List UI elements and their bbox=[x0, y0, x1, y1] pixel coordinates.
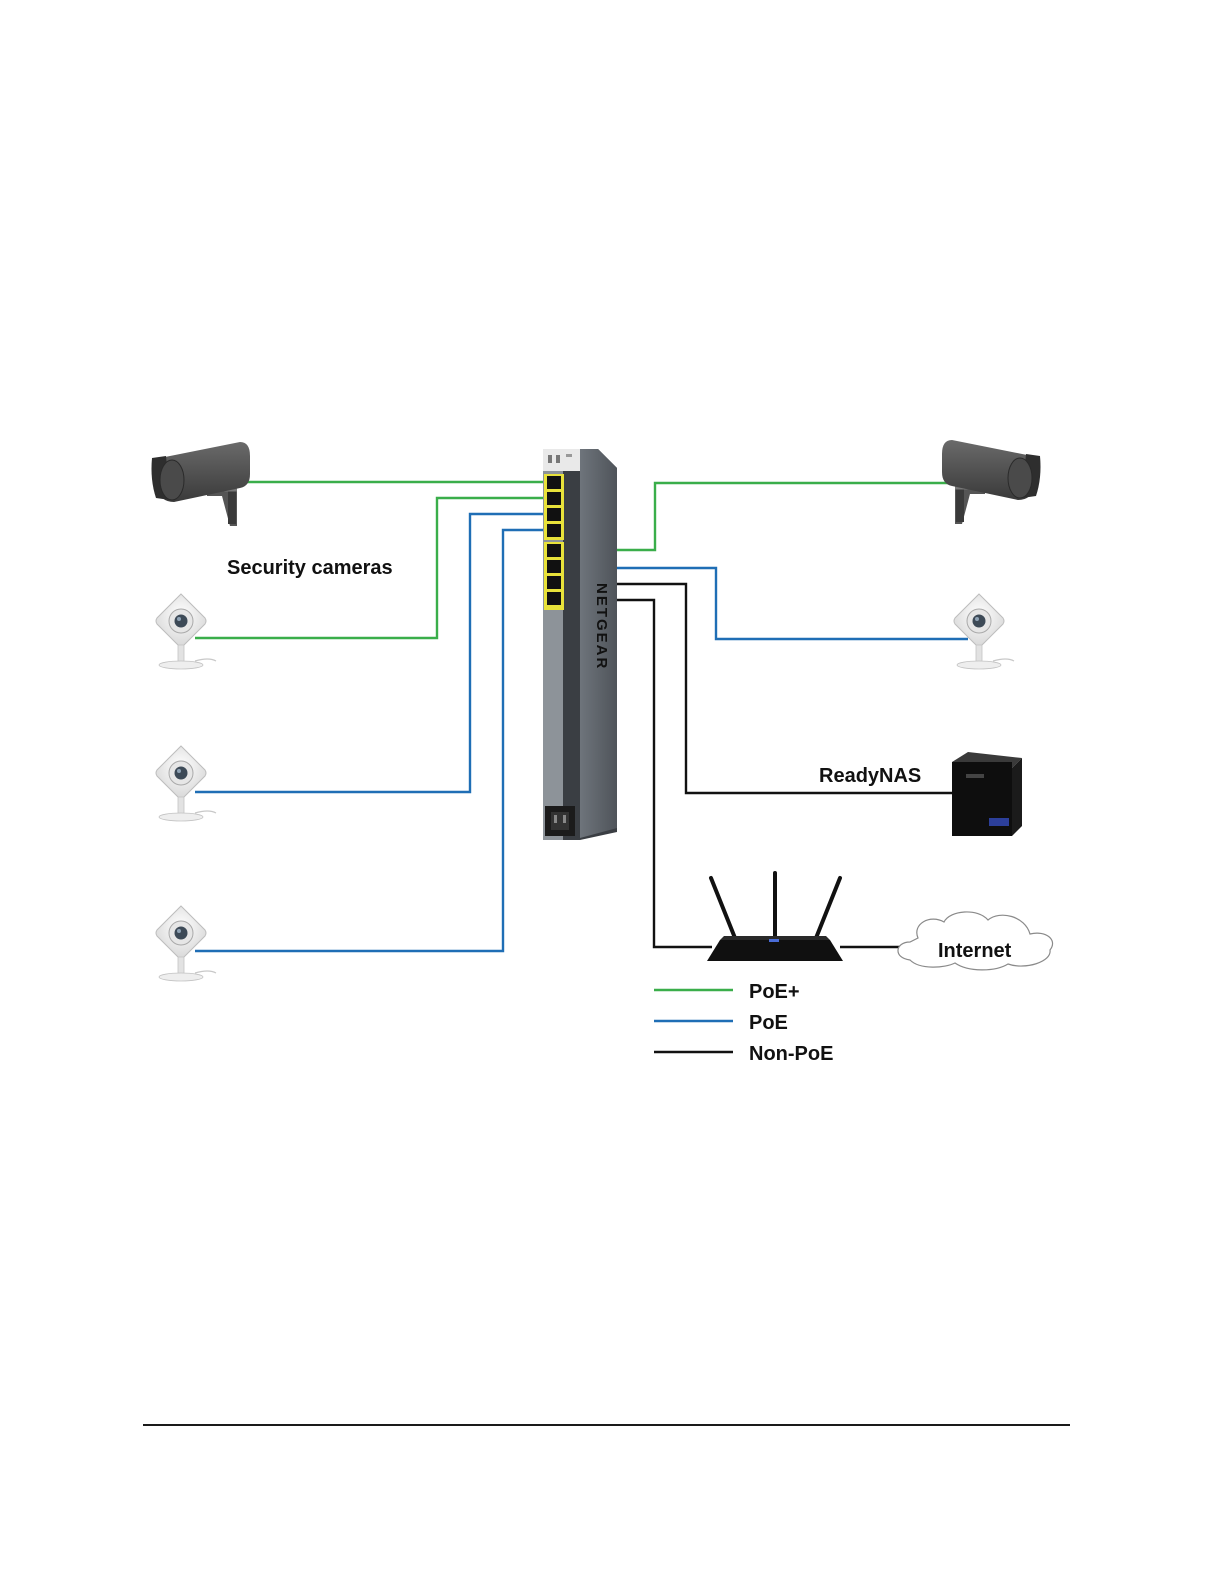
arqo-camera-icon bbox=[156, 746, 216, 821]
label-readynas: ReadyNAS bbox=[819, 765, 921, 787]
nas-icon bbox=[952, 752, 1022, 836]
network-switch-icon: NETGEAR bbox=[543, 449, 617, 840]
footer-rule bbox=[143, 1424, 1070, 1426]
switch-brand-label: NETGEAR bbox=[593, 583, 610, 670]
arqo-camera-icon bbox=[954, 594, 1014, 669]
arqo-camera-icon bbox=[156, 906, 216, 981]
arqo-camera-icon bbox=[156, 594, 216, 669]
switch-ports bbox=[544, 474, 564, 610]
bullet-camera-icon bbox=[942, 440, 1041, 524]
label-security-cameras: Security cameras bbox=[227, 557, 393, 579]
label-internet: Internet bbox=[938, 940, 1012, 962]
cable-poe-arqo-right bbox=[556, 568, 968, 639]
legend: PoE+ PoE Non-PoE bbox=[654, 981, 833, 1065]
legend-label-poe: PoE bbox=[749, 1012, 788, 1034]
legend-label-poe-plus: PoE+ bbox=[749, 981, 800, 1003]
cable-poe-arqo-left-2 bbox=[195, 514, 547, 792]
bullet-camera-icon bbox=[152, 442, 251, 526]
router-icon bbox=[707, 873, 843, 961]
cable-poe-arqo-left-3 bbox=[195, 530, 547, 951]
legend-label-non-poe: Non-PoE bbox=[749, 1043, 833, 1065]
